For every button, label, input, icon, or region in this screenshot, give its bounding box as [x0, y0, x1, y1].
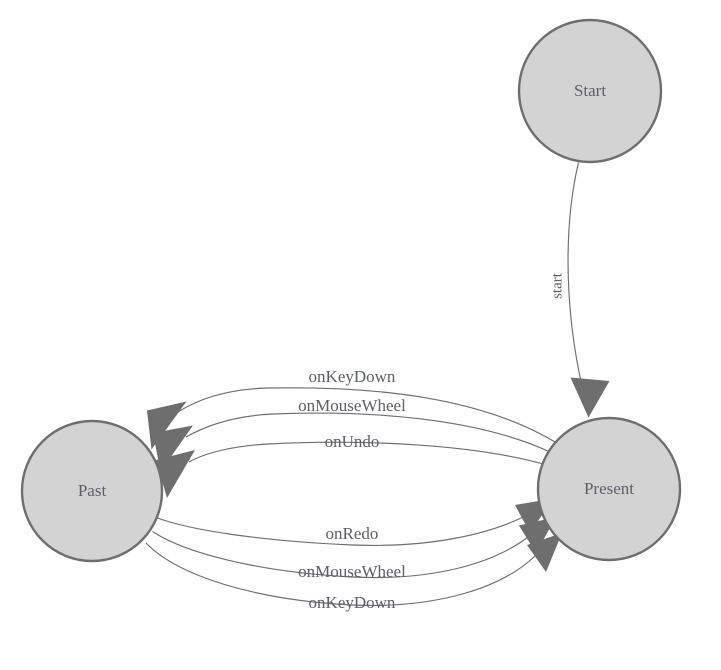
node-start-label: Start: [574, 81, 606, 100]
edge-label-past-present-redo: onRedo: [326, 524, 379, 543]
edge-present-past-wheel-path: [185, 412, 552, 454]
arrowhead-present-past-undo: [156, 450, 195, 498]
edge-present-past-undo[interactable]: [156, 441, 546, 498]
edge-past-present-redo-path: [157, 515, 526, 546]
edge-label-past-present-keydown: onKeyDown: [309, 593, 396, 612]
node-past-circle: [20, 419, 164, 563]
edge-label-present-past-keydown: onKeyDown: [309, 367, 396, 386]
edge-label-present-past-wheel: onMouseWheel: [298, 396, 406, 415]
node-start-circle: [517, 18, 663, 164]
edge-start-present-path: [567, 162, 586, 401]
edge-past-present-wheel[interactable]: [152, 517, 557, 579]
node-past-label: Past: [78, 481, 107, 500]
arrowhead-past-present-wheel: [519, 517, 556, 553]
edge-label-start: start: [549, 272, 565, 299]
edge-start-present[interactable]: [567, 162, 610, 418]
arrowhead-start-present: [570, 377, 610, 418]
edge-past-present-keydown-path: [145, 542, 536, 607]
edge-past-present-keydown[interactable]: [145, 533, 562, 607]
edge-present-past-undo-path: [188, 441, 546, 466]
arrowhead-past-present-keydown: [527, 533, 562, 572]
edge-label-present-past-undo: onUndo: [325, 432, 380, 451]
node-present-circle: [536, 416, 682, 562]
node-present[interactable]: Present: [536, 416, 682, 562]
edge-past-present-wheel-path: [152, 531, 529, 579]
edge-label-past-present-wheel: onMouseWheel: [298, 562, 406, 581]
node-present-label: Present: [584, 479, 634, 498]
node-past[interactable]: Past: [20, 419, 164, 563]
edge-present-past-keydown-path: [177, 387, 558, 444]
node-start[interactable]: Start: [517, 18, 663, 164]
